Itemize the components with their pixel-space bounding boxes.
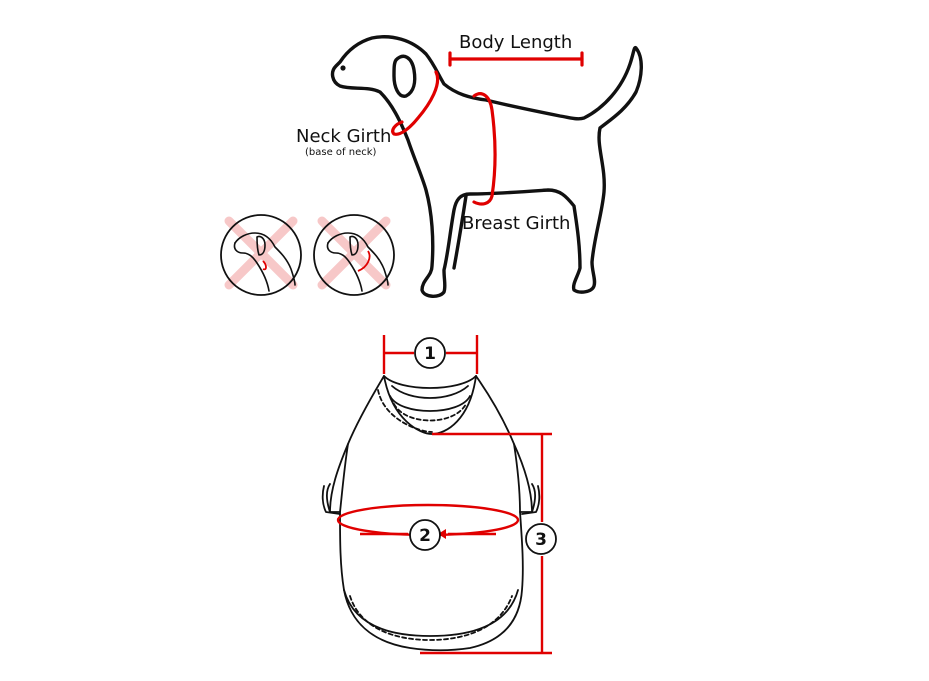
neck-girth-label: Neck Girth: [296, 126, 392, 147]
arrow-left-icon: [438, 529, 446, 539]
marker-3: 3: [525, 523, 557, 555]
dog-measure-lines: [391, 51, 584, 206]
marker-2: 2: [409, 519, 441, 551]
breast-girth-line: [472, 92, 497, 206]
dog-shirt-icon: [321, 375, 541, 652]
wrong-neck-measure-icon: [220, 214, 302, 296]
dog-outline-icon: [330, 35, 643, 298]
svg-text:1: 1: [424, 344, 436, 364]
body-length-label: Body Length: [459, 32, 573, 53]
svg-text:3: 3: [535, 530, 547, 550]
breast-girth-label: Breast Girth: [462, 213, 571, 234]
svg-text:2: 2: [419, 526, 431, 546]
neck-girth-line: [391, 70, 440, 136]
marker-1: 1: [414, 337, 446, 369]
wrong-neck-measure-icon: [313, 214, 395, 296]
neck-girth-note: (base of neck): [305, 147, 377, 158]
dog-nose: [340, 65, 346, 71]
